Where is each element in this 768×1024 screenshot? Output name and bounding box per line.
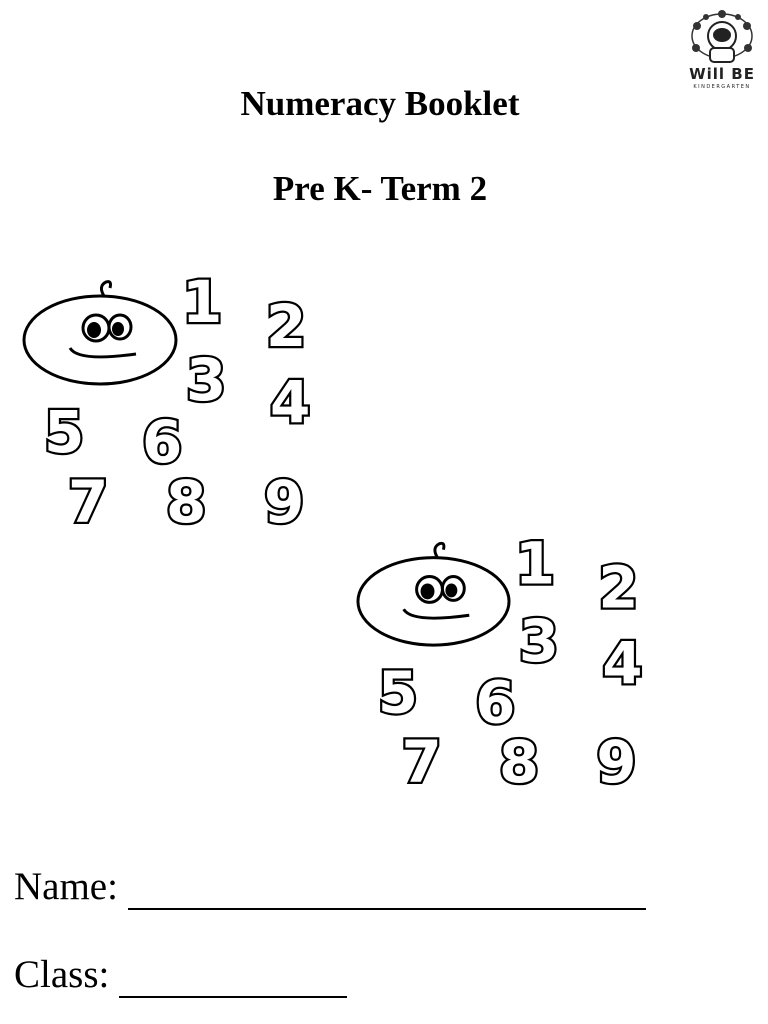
class-field: Class:	[14, 952, 348, 998]
class-blank-line[interactable]	[119, 962, 348, 998]
digit-8: 8	[499, 729, 539, 790]
digit-7: 7	[68, 468, 108, 528]
school-logo: Will BE KINDERGARTEN	[684, 6, 760, 98]
smiley-face-icon: 1 2 3 4 5 6 7 8 9	[356, 528, 645, 790]
digit-5: 5	[378, 660, 418, 727]
smiley-numbers-illustration: 1 2 3 4 5 6 7 8 9	[352, 524, 668, 790]
digit-4: 4	[602, 630, 642, 697]
digit-9: 9	[596, 729, 636, 790]
digit-2: 2	[266, 292, 306, 360]
logo-brand-text: Will BE	[689, 65, 755, 83]
page-title: Numeracy Booklet	[240, 84, 520, 123]
name-blank-line[interactable]	[127, 874, 646, 910]
digit-5: 5	[44, 398, 84, 466]
digit-9: 9	[264, 468, 304, 528]
digit-2: 2	[598, 554, 638, 621]
digit-1: 1	[515, 530, 555, 597]
digit-7: 7	[402, 729, 442, 790]
digit-3: 3	[186, 346, 226, 414]
astronaut-logo-icon	[691, 10, 753, 63]
page-subtitle: Pre K- Term 2	[272, 169, 488, 208]
name-field: Name:	[14, 864, 646, 910]
smiley-face-icon: 1 2 3 4 5 6 7 8 9	[22, 266, 313, 528]
digit-6: 6	[475, 670, 515, 737]
digit-6: 6	[142, 408, 182, 476]
class-label: Class:	[14, 953, 110, 996]
digit-3: 3	[519, 608, 559, 675]
logo-sub-text: KINDERGARTEN	[693, 84, 751, 90]
name-label: Name:	[14, 865, 118, 908]
smiley-numbers-illustration: 1 2 3 4 5 6 7 8 9	[18, 264, 336, 528]
digit-1: 1	[182, 268, 222, 336]
digit-4: 4	[270, 368, 310, 436]
digit-8: 8	[166, 468, 206, 528]
